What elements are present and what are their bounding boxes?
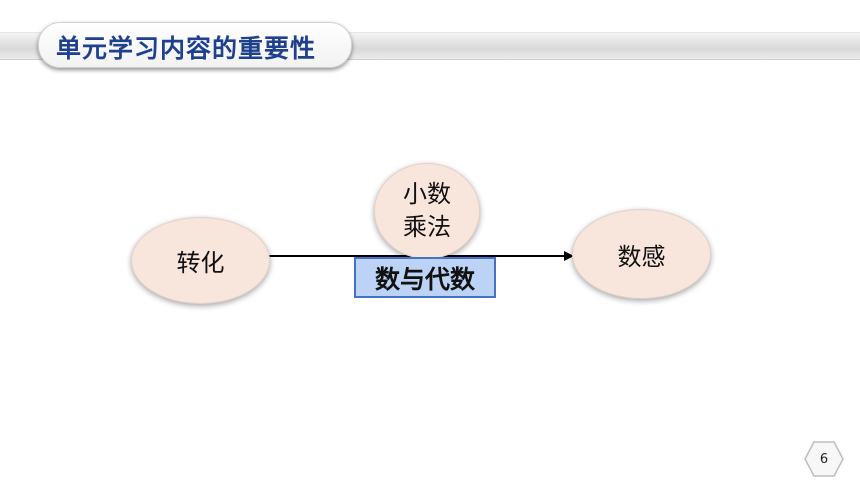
node-right-label: 数感 (617, 242, 666, 271)
title-pill (38, 22, 352, 68)
page-number: 6 (819, 451, 829, 467)
node-left-label: 转化 (176, 249, 225, 277)
center-label: 数与代数 (374, 264, 475, 294)
page-title: 单元学习内容的重要性 (56, 34, 317, 63)
node-top: 小数 乘法 (374, 163, 480, 259)
hexagon-icon (804, 441, 844, 477)
node-left: 转化 (131, 217, 270, 304)
node-top-label-line2: 乘法 (403, 213, 451, 241)
page-number-badge: 6 (804, 440, 844, 478)
center-label-box: 数与代数 (354, 257, 496, 298)
node-top-label-line1: 小数 (403, 180, 451, 208)
node-right: 数感 (572, 209, 711, 299)
